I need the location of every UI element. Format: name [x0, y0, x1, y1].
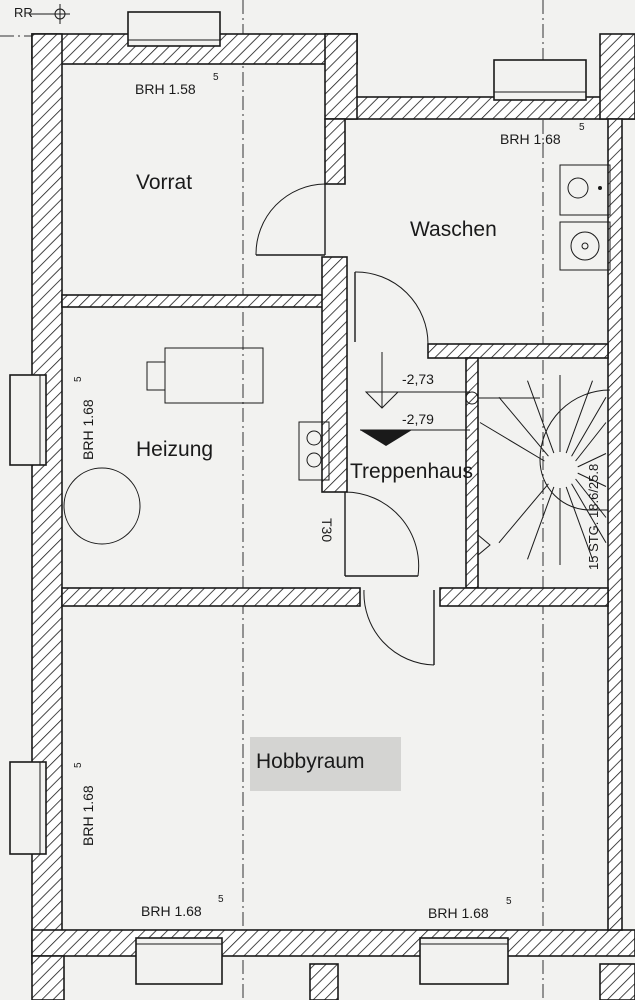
brh-vorrat: BRH 1.58 — [135, 81, 196, 97]
window-waschen-top — [493, 59, 587, 101]
window-heizung-left — [9, 374, 47, 466]
walls — [31, 33, 635, 1000]
stair-tread — [575, 422, 607, 462]
room-treppenhaus: Treppenhaus — [350, 460, 473, 483]
pier-3 — [599, 963, 635, 1000]
fixtures — [63, 164, 611, 545]
boiler — [164, 347, 264, 404]
door-swing-waschen — [354, 271, 429, 345]
room-vorrat: Vorrat — [136, 171, 192, 194]
stair-tread — [577, 472, 607, 487]
brh-hobby-bottom-right: BRH 1.68 — [428, 905, 489, 921]
brh-heizung: BRH 1.68 — [80, 399, 96, 460]
stair-tread — [571, 396, 607, 457]
level-markers: -2,73 -2,79 — [360, 352, 470, 446]
room-waschen: Waschen — [410, 218, 497, 241]
window-vorrat-top — [127, 11, 221, 47]
room-heizung: Heizung — [136, 438, 213, 461]
stair-tread — [498, 396, 549, 457]
sill-labels: BRH 1.58 5 BRH 1.68 5 BRH 1.68 5 BRH 1.6… — [73, 72, 585, 921]
window-hobby-left — [9, 761, 47, 855]
windows — [9, 11, 587, 985]
level-lower: -2,79 — [402, 411, 434, 427]
meter-box — [298, 421, 330, 481]
room-labels: Vorrat Waschen Heizung Treppenhaus Hobby… — [136, 171, 497, 791]
window-hobby-bottom-right — [419, 937, 509, 985]
door-swing-vorrat — [255, 183, 326, 256]
dryer — [559, 221, 611, 271]
wall-vorrat-waschen-upper — [324, 118, 346, 185]
brh-heizung-sup: 5 — [73, 376, 84, 382]
stair-spec-group: 15 STG. 18.6/25.8 — [586, 464, 601, 570]
wall-jog — [324, 33, 358, 120]
door-swing-hobby — [363, 589, 435, 666]
wall-top-right-stub — [599, 33, 635, 120]
stair-tread — [577, 453, 607, 468]
hobbyraum-label-box — [250, 737, 401, 791]
rr-label: RR — [14, 5, 33, 20]
door-rating-group: T30 — [319, 518, 335, 542]
stair-tread — [479, 422, 545, 462]
room-hobbyraum: Hobbyraum — [256, 750, 365, 773]
brh-hobby-bottom-left-sup: 5 — [218, 894, 224, 905]
brh-waschen-sup: 5 — [579, 122, 585, 133]
brh-hobby-left-sup: 5 — [73, 762, 84, 768]
brh-vorrat-sup: 5 — [213, 72, 219, 83]
stair-tread — [498, 483, 549, 544]
window-hobby-bottom-left — [135, 937, 223, 985]
staircase — [465, 357, 611, 589]
brh-waschen: BRH 1.68 — [500, 131, 561, 147]
wall-bottom — [31, 929, 635, 957]
brh-hobby-bottom-left: BRH 1.68 — [141, 903, 202, 919]
brh-hobby-left: BRH 1.68 — [80, 785, 96, 846]
stair-tread — [565, 486, 593, 560]
wall-stair-top — [427, 343, 609, 359]
stair-spec: 15 STG. 18.6/25.8 — [586, 464, 601, 570]
wall-heizung-treppe — [321, 256, 348, 493]
axis-lines — [0, 0, 544, 1000]
door-rating: T30 — [319, 518, 335, 542]
wall-vorrat-heizung — [61, 294, 333, 308]
rr-marker: RR — [14, 4, 70, 24]
stair-tread — [575, 478, 607, 518]
pier-2 — [309, 963, 339, 1000]
stair-tread — [527, 380, 555, 454]
level-upper: -2,73 — [402, 371, 434, 387]
stair-tread — [527, 486, 555, 560]
stair-tread — [571, 483, 607, 544]
washer — [559, 164, 611, 216]
wall-top-right — [344, 96, 635, 120]
doors — [255, 183, 435, 666]
oil-tank — [63, 467, 141, 545]
stair-tread — [565, 380, 593, 454]
wall-hobby-top-right — [439, 587, 609, 607]
wall-hobby-top-left — [61, 587, 361, 607]
pier-1 — [31, 955, 65, 1000]
brh-hobby-bottom-right-sup: 5 — [506, 896, 512, 907]
door-swing-heizung — [344, 491, 420, 577]
